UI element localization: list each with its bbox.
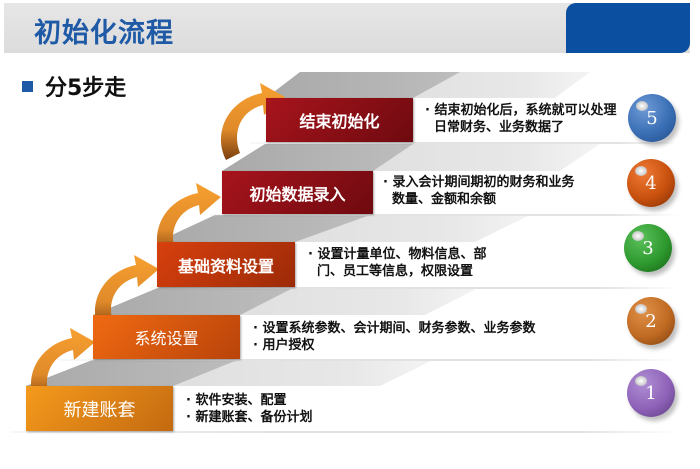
step-2-bullet: · 用户授权 (253, 338, 315, 353)
step-1-label: 新建账套 (26, 386, 173, 431)
step-5-bullet: · 结束初始化后，系统就可以处理 (425, 103, 617, 118)
step-4-bullet: · 录入会计期间期初的财务和业务 (383, 175, 575, 190)
floor-line (10, 431, 680, 433)
step-5-label: 结束初始化 (266, 98, 413, 142)
floor-line (250, 142, 680, 144)
step-4-label-text: 初始数据录入 (249, 184, 346, 204)
step-2-number: 2 (645, 310, 657, 332)
step-3-description: · 设置计量单位、物料信息、部 门、员工等信息，权限设置 (308, 246, 486, 280)
step-2-label: 系统设置 (93, 315, 240, 359)
step-3-label: 基础资料设置 (157, 242, 295, 287)
step-5-number-ball: 5 (628, 94, 676, 142)
floor-line (150, 287, 680, 289)
tread-5-dark (266, 72, 460, 98)
step-4-number: 4 (645, 172, 657, 194)
curved-arrow-icon (94, 255, 159, 332)
step-3-bullet: 门、员工等信息，权限设置 (308, 264, 474, 279)
ball-highlight (635, 376, 647, 386)
header-blue-tab (566, 3, 690, 53)
step-3-number-ball: 3 (624, 224, 672, 272)
step-1-label-text: 新建账套 (63, 399, 136, 421)
step-5-label-text: 结束初始化 (299, 112, 380, 131)
step-4-bullet: 数量、金额和余额 (383, 192, 497, 207)
step-1-bullet: · 软件安装、配置 (186, 393, 287, 408)
floor-line (210, 214, 680, 216)
step-5-number: 5 (646, 107, 658, 129)
step-3-number: 3 (642, 237, 654, 259)
step-1-number-ball: 1 (627, 369, 675, 417)
curved-arrow-icon (156, 183, 221, 260)
step-5-bullet: 日常财务、业务数据了 (425, 120, 565, 135)
step-4-number-ball: 4 (627, 159, 675, 207)
ball-highlight (636, 101, 648, 111)
ball-highlight (635, 304, 647, 314)
subtitle: 分5步走 (22, 70, 126, 102)
step-2-bullet: · 设置系统参数、会计期间、财务参数、业务参数 (253, 321, 536, 336)
step-4-description: · 录入会计期间期初的财务和业务 数量、金额和余额 (383, 174, 574, 208)
curved-arrow-icon (30, 328, 96, 405)
step-3-label-text: 基础资料设置 (177, 256, 274, 276)
step-1-description: · 软件安装、配置 · 新建账套、备份计划 (186, 392, 312, 426)
step-1-bullet: · 新建账套、备份计划 (186, 410, 313, 425)
floor-line (60, 359, 680, 361)
step-4-label: 初始数据录入 (222, 171, 373, 214)
square-bullet-icon (22, 80, 33, 92)
step-5-description: · 结束初始化后，系统就可以处理 日常财务、业务数据了 (425, 102, 616, 136)
step-2-description: · 设置系统参数、会计期间、财务参数、业务参数 · 用户授权 (253, 320, 535, 354)
step-3-bullet: · 设置计量单位、物料信息、部 (308, 247, 487, 262)
ball-highlight (635, 166, 647, 176)
subtitle-text: 分5步走 (45, 76, 127, 101)
step-2-number-ball: 2 (627, 297, 675, 345)
ball-highlight (632, 231, 644, 241)
step-1-number: 1 (645, 382, 657, 404)
page-title: 初始化流程 (34, 18, 174, 49)
step-2-label-text: 系统设置 (134, 329, 199, 348)
